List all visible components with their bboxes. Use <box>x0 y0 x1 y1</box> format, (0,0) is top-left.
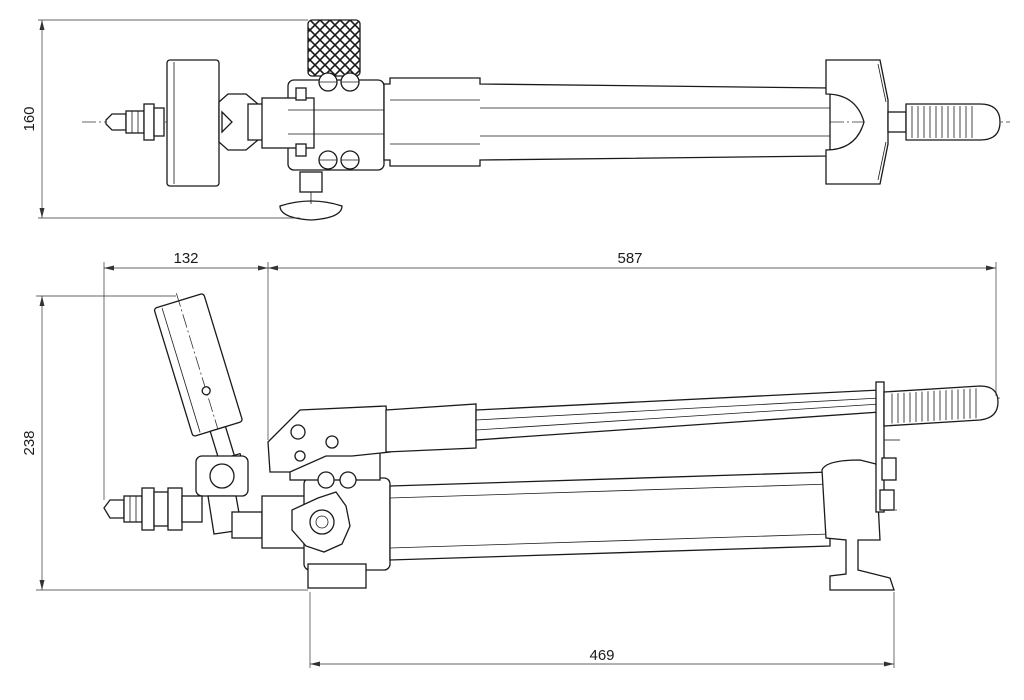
side-coupler <box>103 487 203 531</box>
top-release-knob <box>279 171 343 221</box>
top-gauge-face <box>166 59 220 187</box>
dim-587: 587 <box>268 250 997 396</box>
top-handle-grip <box>887 103 1001 141</box>
side-release-knob <box>291 491 351 553</box>
side-view: 132 587 238 469 <box>21 250 1001 668</box>
top-coupler <box>105 103 165 141</box>
top-end-foot <box>825 59 889 185</box>
side-handle-grip <box>883 385 999 427</box>
dim-587-label: 587 <box>617 250 642 267</box>
side-handle-lever <box>385 389 881 453</box>
side-handle-head <box>267 405 391 473</box>
side-end-post <box>875 381 900 513</box>
top-view: 160 <box>21 19 1010 221</box>
side-gauge-adapter <box>195 455 263 539</box>
dim-469: 469 <box>309 592 895 668</box>
dim-132: 132 <box>103 250 269 500</box>
dim-238: 238 <box>21 295 308 591</box>
dim-160-label: 160 <box>21 106 38 131</box>
top-reservoir <box>383 77 831 167</box>
dim-160: 160 <box>21 19 308 219</box>
dim-238-label: 238 <box>21 430 38 455</box>
dim-132-label: 132 <box>173 250 198 267</box>
top-pump-head <box>261 72 385 171</box>
dim-469-label: 469 <box>589 647 614 664</box>
top-knurled-knob <box>307 19 361 77</box>
side-gauge <box>153 293 245 477</box>
side-reservoir <box>389 459 895 591</box>
